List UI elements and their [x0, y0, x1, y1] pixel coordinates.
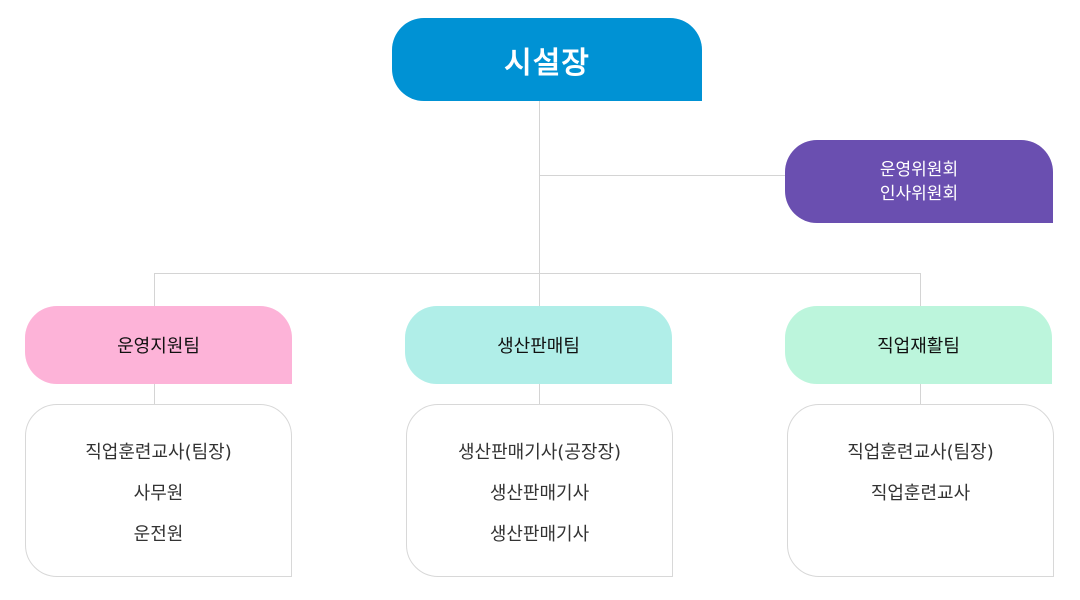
committee-line-1: 운영위원회 — [879, 159, 959, 180]
member-list: 생산판매기사(공장장) 생산판매기사 생산판매기사 — [458, 432, 621, 555]
head-label: 시설장 — [504, 45, 590, 81]
team-box-operations: 운영지원팀 — [25, 306, 292, 384]
member-item: 생산판매기사 — [489, 483, 590, 504]
team-label: 직업재활팀 — [877, 336, 960, 357]
member-list: 직업훈련교사(팀장) 직업훈련교사 — [847, 432, 994, 514]
team-label: 운영지원팀 — [117, 336, 200, 357]
members-box-operations: 직업훈련교사(팀장) 사무원 운전원 — [25, 404, 292, 577]
connector-committee — [539, 175, 785, 176]
team-box-production: 생산판매팀 — [405, 306, 672, 384]
connector-team-1-members — [154, 384, 155, 404]
member-item: 직업훈련교사(팀장) — [847, 442, 994, 463]
members-box-rehabilitation: 직업훈련교사(팀장) 직업훈련교사 — [787, 404, 1054, 577]
team-label: 생산판매팀 — [497, 336, 580, 357]
member-item: 생산판매기사 — [489, 524, 590, 545]
connector-head-vertical — [539, 101, 540, 307]
member-item: 직업훈련교사 — [870, 483, 971, 504]
connector-team-3-drop — [920, 273, 921, 306]
members-box-production: 생산판매기사(공장장) 생산판매기사 생산판매기사 — [406, 404, 673, 577]
connector-teams-horizontal — [154, 273, 921, 274]
committee-line-2: 인사위원회 — [879, 183, 959, 204]
connector-team-2-members — [539, 384, 540, 404]
connector-team-1-drop — [154, 273, 155, 306]
member-item: 직업훈련교사(팀장) — [85, 442, 232, 463]
head-box: 시설장 — [392, 18, 702, 101]
committee-box: 운영위원회 인사위원회 — [785, 140, 1053, 223]
connector-team-3-members — [920, 384, 921, 404]
member-list: 직업훈련교사(팀장) 사무원 운전원 — [85, 432, 232, 555]
member-item: 생산판매기사(공장장) — [457, 442, 622, 463]
member-item: 운전원 — [133, 524, 184, 545]
team-box-rehabilitation: 직업재활팀 — [785, 306, 1052, 384]
member-item: 사무원 — [133, 483, 184, 504]
